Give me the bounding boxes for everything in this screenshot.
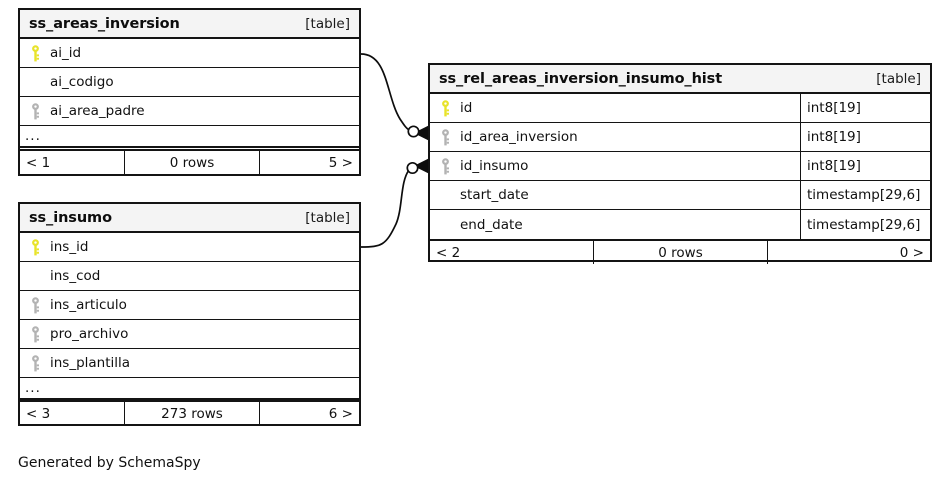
column-name: ins_plantilla <box>50 355 131 371</box>
table-type-tag: [table] <box>876 70 921 87</box>
table-box-ss-rel-areas-inversion-insumo-hist[interactable]: ss_rel_areas_inversion_insumo_hist [tabl… <box>428 63 932 264</box>
foreign-key-icon <box>20 296 48 314</box>
column-type: timestamp[29,6] <box>800 210 930 239</box>
table-row[interactable]: ins_plantilla <box>20 349 359 378</box>
foreign-key-icon <box>430 157 458 175</box>
foreign-key-icon <box>20 102 48 120</box>
zero-cardinality-marker <box>406 161 419 175</box>
footer-next-link[interactable]: 0 > <box>767 241 930 264</box>
footer-prev-link[interactable]: < 3 <box>26 405 51 422</box>
foreign-key-icon <box>430 128 458 146</box>
table-footer: < 3 273 rows 6 > <box>20 400 359 425</box>
table-title: ss_rel_areas_inversion_insumo_hist <box>439 70 723 87</box>
column-type: int8[19] <box>800 123 930 151</box>
footer-row-count: 0 rows <box>593 241 767 264</box>
primary-key-icon <box>20 44 48 62</box>
foreign-key-icon <box>20 325 48 343</box>
table-columns: ins_id ins_cod ins_articulo <box>20 233 359 400</box>
table-row[interactable]: ins_cod <box>20 262 359 291</box>
table-title: ss_areas_inversion <box>29 15 180 32</box>
table-row[interactable]: id_insumo int8[19] <box>430 152 930 181</box>
relationship-areas-inversion-to-hist <box>360 53 429 141</box>
table-box-ss-insumo[interactable]: ss_insumo [table] ins_id ins_co <box>18 202 361 426</box>
table-type-tag: [table] <box>305 15 350 32</box>
table-row[interactable]: ai_codigo <box>20 68 359 97</box>
footer-next-link[interactable]: 5 > <box>259 151 359 174</box>
column-name: start_date <box>460 187 529 203</box>
table-row[interactable]: ai_id <box>20 39 359 68</box>
column-name: pro_archivo <box>50 326 129 342</box>
column-name: end_date <box>460 216 523 233</box>
zero-cardinality-marker <box>407 125 420 138</box>
table-columns: ai_id ai_codigo ai_area_padre <box>20 39 359 149</box>
generated-by-note: Generated by SchemaSpy <box>18 455 201 471</box>
column-name: id_insumo <box>460 158 529 174</box>
column-name: id_area_inversion <box>460 129 578 145</box>
table-row[interactable]: id int8[19] <box>430 94 930 123</box>
table-row[interactable]: ai_area_padre <box>20 97 359 126</box>
table-header: ss_areas_inversion [table] <box>20 10 359 39</box>
primary-key-icon <box>430 99 458 117</box>
column-name: ai_id <box>50 45 82 61</box>
table-header: ss_rel_areas_inversion_insumo_hist [tabl… <box>430 65 930 94</box>
footer-row-count: 0 rows <box>124 151 259 174</box>
column-type: timestamp[29,6] <box>800 181 930 209</box>
table-type-tag: [table] <box>305 209 350 226</box>
more-columns-indicator: ... <box>20 378 359 400</box>
table-box-ss-areas-inversion[interactable]: ss_areas_inversion [table] ai_id <box>18 8 361 176</box>
table-columns: id int8[19] id_area_inversion int8[19] <box>430 94 930 239</box>
table-row[interactable]: ins_articulo <box>20 291 359 320</box>
footer-row-count: 273 rows <box>124 402 259 425</box>
column-type: int8[19] <box>800 152 930 180</box>
column-name: id <box>460 100 473 116</box>
column-name: ins_articulo <box>50 297 127 313</box>
table-row[interactable]: pro_archivo <box>20 320 359 349</box>
table-row[interactable]: end_date timestamp[29,6] <box>430 210 930 239</box>
column-name: ai_codigo <box>50 74 114 90</box>
table-title: ss_insumo <box>29 209 112 226</box>
more-columns-indicator: ... <box>20 126 359 148</box>
column-name: ins_id <box>50 239 89 255</box>
column-name: ai_area_padre <box>50 103 145 119</box>
primary-key-icon <box>20 238 48 256</box>
column-type: int8[19] <box>800 94 930 122</box>
table-footer: < 2 0 rows 0 > <box>430 239 930 264</box>
table-footer: < 1 0 rows 5 > <box>20 149 359 174</box>
relationship-insumo-to-hist <box>360 158 429 248</box>
table-row[interactable]: ins_id <box>20 233 359 262</box>
column-name: ins_cod <box>50 268 101 284</box>
footer-prev-link[interactable]: < 1 <box>26 154 51 171</box>
table-row[interactable]: start_date timestamp[29,6] <box>430 181 930 210</box>
footer-next-link[interactable]: 6 > <box>259 402 359 425</box>
footer-prev-link[interactable]: < 2 <box>436 244 461 261</box>
table-header: ss_insumo [table] <box>20 204 359 233</box>
table-row[interactable]: id_area_inversion int8[19] <box>430 123 930 152</box>
foreign-key-icon <box>20 354 48 372</box>
